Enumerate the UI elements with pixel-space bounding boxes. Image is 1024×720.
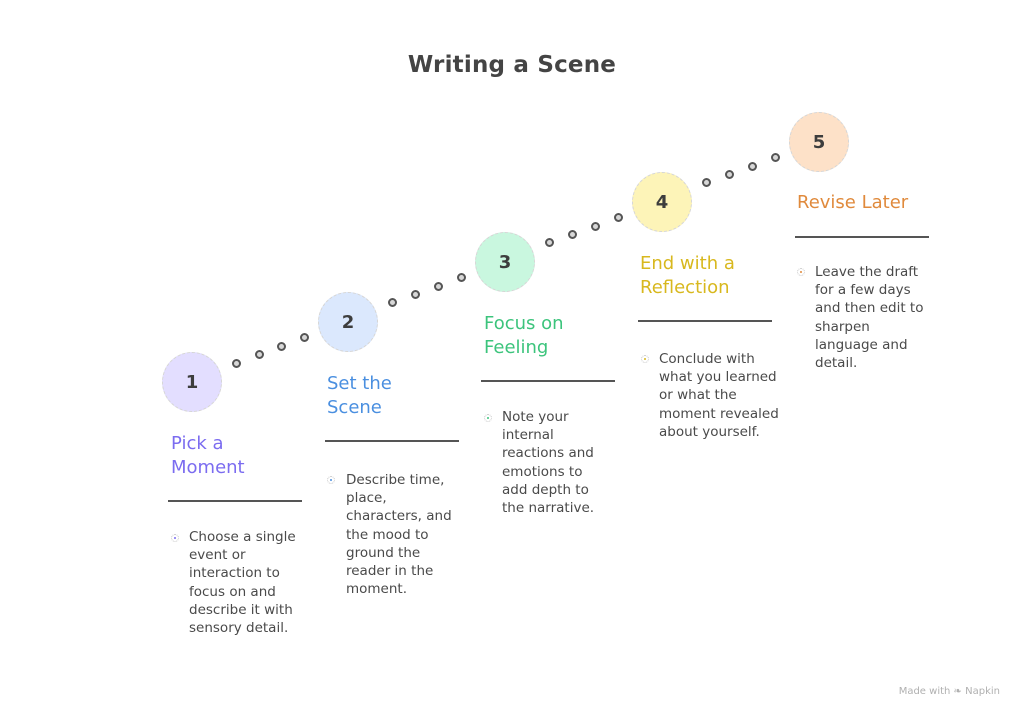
connector-dot — [545, 238, 554, 247]
connector-dot — [568, 230, 577, 239]
connector-dot — [255, 350, 264, 359]
connector-dot — [457, 273, 466, 282]
step-number: 4 — [655, 191, 669, 213]
connector-dot — [748, 162, 757, 171]
step-title: Set the Scene — [327, 373, 392, 418]
step-description: Note your internal reactions and emotion… — [502, 409, 595, 517]
connector-dot — [771, 153, 780, 162]
connector-dot — [702, 178, 711, 187]
footer-brand: Napkin — [965, 686, 1000, 697]
step-description: Describe time, place, characters, and th… — [346, 472, 452, 598]
diagram-title: Writing a Scene — [407, 52, 617, 78]
step-description: Choose a single event or interaction to … — [189, 529, 296, 637]
connector-dot — [591, 222, 600, 231]
bullet-icon — [641, 355, 649, 363]
divider — [325, 440, 459, 442]
connector-dot — [411, 290, 420, 299]
step-number: 2 — [341, 311, 355, 333]
connector-dot — [434, 282, 443, 291]
connector-dot — [614, 213, 623, 222]
step-description: Conclude with what you learned or what t… — [659, 351, 779, 440]
connector-dot — [388, 298, 397, 307]
connector-dot — [725, 170, 734, 179]
connector-dot — [232, 359, 241, 368]
bullet-icon — [484, 414, 492, 422]
connector-dot — [300, 333, 309, 342]
made-with-napkin: Made with ❧ Napkin — [899, 686, 1000, 697]
bullet-icon — [171, 534, 179, 542]
divider — [638, 320, 772, 322]
napkin-logo-icon: ❧ — [953, 686, 962, 697]
divider — [481, 380, 615, 382]
step-title: Focus on Feeling — [484, 313, 564, 358]
step-number-badge: 2 — [318, 292, 378, 352]
divider — [168, 500, 302, 502]
step-number-badge: 3 — [475, 232, 535, 292]
step-title: Revise Later — [797, 192, 909, 213]
step-number-badge: 4 — [632, 172, 692, 232]
step-number-badge: 1 — [162, 352, 222, 412]
bullet-icon — [327, 476, 335, 484]
bullet-icon — [797, 268, 805, 276]
step-number: 1 — [185, 371, 199, 393]
step-number: 5 — [812, 131, 826, 153]
step-title: Pick a Moment — [171, 433, 245, 478]
footer-label: Made with — [898, 686, 951, 697]
connector-dot — [277, 342, 286, 351]
step-title: End with a Reflection — [640, 253, 735, 298]
step-number-badge: 5 — [789, 112, 849, 172]
step-number: 3 — [498, 251, 512, 273]
step-description: Leave the draft for a few days and then … — [815, 264, 924, 372]
divider — [795, 236, 929, 238]
